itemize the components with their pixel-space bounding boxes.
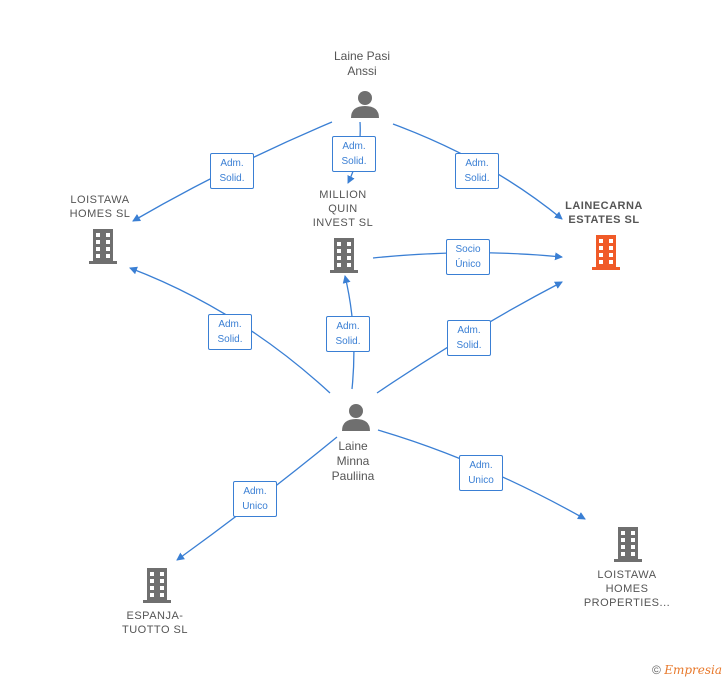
node-label-line: LOISTAWA: [70, 194, 130, 206]
edge-label-line: Único: [455, 259, 481, 270]
footer-branding: © Empresia: [652, 663, 722, 677]
edge-label-minna-million: Adm. Solid.: [326, 316, 370, 352]
node-loistawa-homes-sl[interactable]: LOISTAWA HOMES SL: [45, 193, 155, 221]
node-label-line: ESPANJA-: [126, 610, 184, 622]
edge-label-minna-loistawa: Adm. Solid.: [208, 314, 252, 350]
person-icon: [351, 91, 379, 118]
building-icon: [614, 527, 642, 562]
edge-label-minna-espanja: Adm. Unico: [233, 481, 277, 517]
edge-label-line: Unico: [468, 475, 494, 486]
node-million-quin-invest-sl[interactable]: MILLION QUIN INVEST SL: [288, 188, 398, 230]
node-label-line: Laine Pasi: [333, 49, 391, 63]
edge-label-minna-props: Adm. Unico: [459, 455, 503, 491]
edge-label-minna-lainecarna: Adm. Solid.: [447, 320, 491, 356]
node-label-line: Anssi: [347, 64, 377, 78]
edge-label-line: Socio: [455, 244, 481, 255]
edge-label-line: Solid.: [341, 156, 367, 167]
node-label-line: QUIN: [328, 203, 358, 215]
edge-label-line: Adm.: [220, 158, 244, 169]
node-label-line: INVEST SL: [312, 217, 374, 229]
edge-label-line: Solid.: [464, 173, 490, 184]
edge-label-line: Solid.: [219, 173, 245, 184]
node-label-line: ESTATES SL: [568, 214, 640, 226]
edge-label-line: Adm.: [218, 319, 242, 330]
node-label-line: PROPERTIES...: [583, 597, 671, 609]
edge-label-line: Unico: [242, 501, 268, 512]
node-label-line: LOISTAWA: [597, 569, 657, 581]
node-label-line: HOMES SL: [69, 208, 131, 220]
node-label-line: Pauliina: [331, 469, 375, 483]
brand-logo[interactable]: Empresia: [664, 663, 722, 677]
edge-label-line: Adm.: [342, 141, 366, 152]
building-icon: [143, 568, 171, 603]
edge-label-line: Adm.: [469, 460, 493, 471]
edge-label-line: Adm.: [336, 321, 360, 332]
edge-label-line: Solid.: [456, 340, 482, 351]
node-label-line: LAINECARNA: [565, 200, 643, 212]
node-loistawa-homes-properties[interactable]: LOISTAWA HOMES PROPERTIES...: [572, 568, 682, 610]
edge-label-pasi-lainecarna: Adm. Solid.: [455, 153, 499, 189]
node-espanja-tuotto-sl[interactable]: ESPANJA- TUOTTO SL: [100, 609, 210, 637]
person-icon: [342, 404, 370, 431]
node-label-line: TUOTTO SL: [121, 624, 189, 636]
node-label-line: Laine: [338, 439, 368, 453]
node-label-line: MILLION: [319, 189, 367, 201]
node-laine-pasi-anssi[interactable]: Laine Pasi Anssi: [307, 49, 417, 79]
edge-label-line: Adm.: [457, 325, 481, 336]
edge-label-line: Adm.: [465, 158, 489, 169]
copyright-icon: ©: [652, 663, 661, 677]
edge-label-pasi-loistawa: Adm. Solid.: [210, 153, 254, 189]
node-lainecarna-estates-sl[interactable]: LAINECARNA ESTATES SL: [549, 199, 659, 227]
building-icon-highlighted: [592, 235, 620, 270]
edge-label-line: Solid.: [217, 334, 243, 345]
building-icon: [330, 238, 358, 273]
node-label-line: HOMES: [605, 583, 649, 595]
building-icon: [89, 229, 117, 264]
edge-label-line: Solid.: [335, 336, 361, 347]
edge-label-pasi-million: Adm. Solid.: [332, 136, 376, 172]
node-laine-minna-pauliina[interactable]: Laine Minna Pauliina: [298, 439, 408, 484]
edge-label-million-lainecarna: Socio Único: [446, 239, 490, 275]
node-label-line: Minna: [336, 454, 370, 468]
edge-label-line: Adm.: [243, 486, 267, 497]
